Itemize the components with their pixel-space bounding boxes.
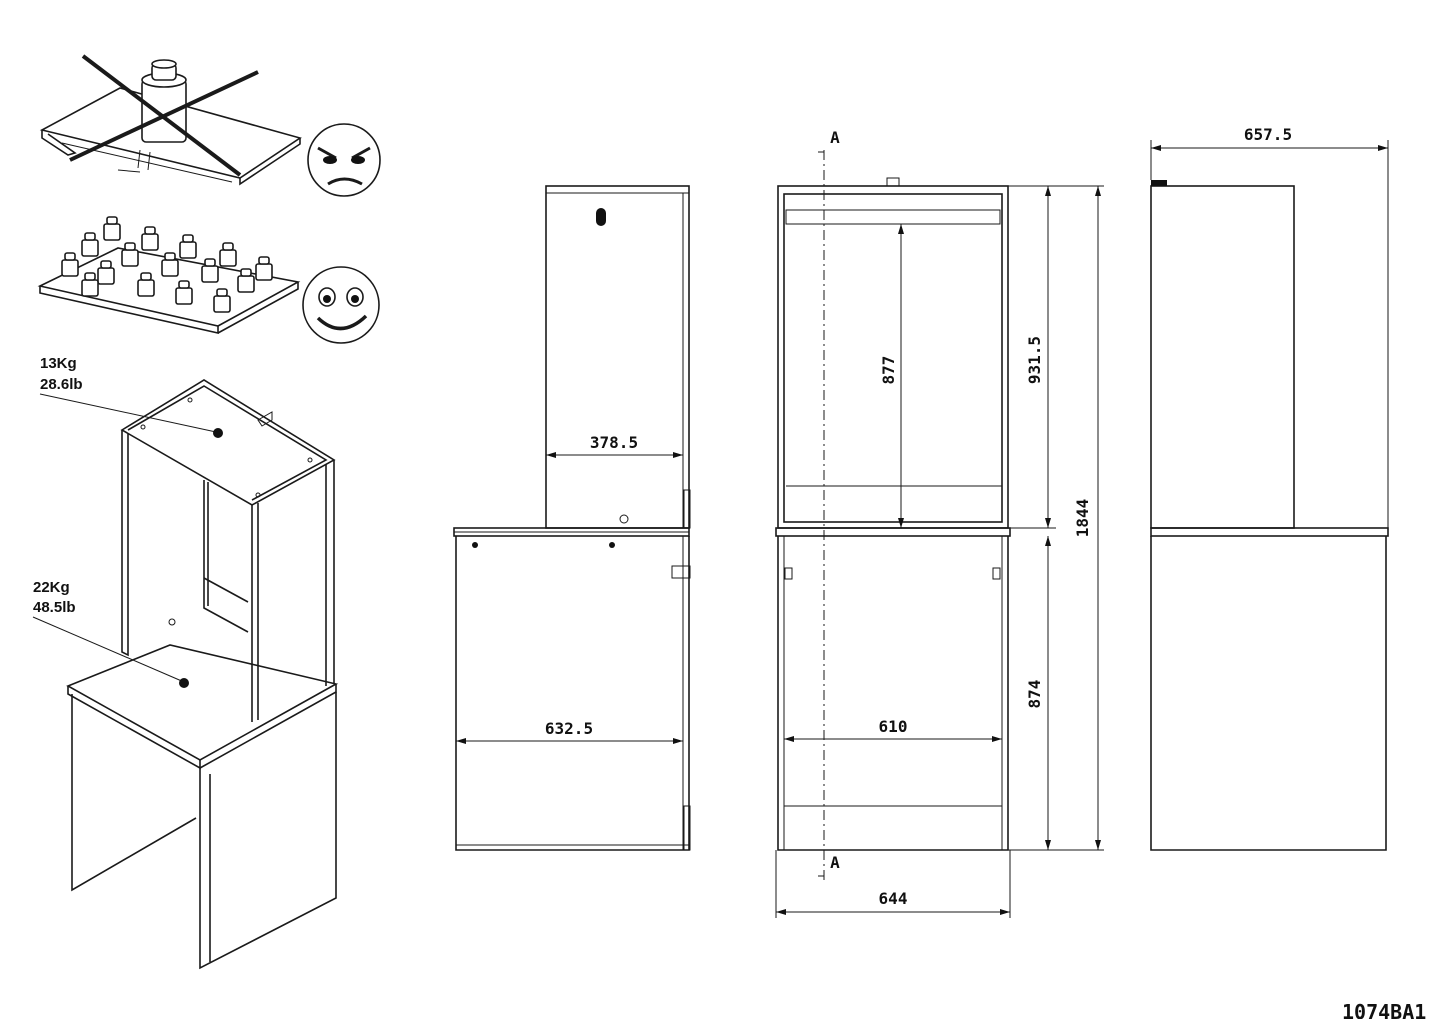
leader-top xyxy=(39,393,217,433)
rear-view: 657.5 xyxy=(1150,125,1389,851)
small-weight-icon xyxy=(255,256,273,281)
section-marker-bottom: A xyxy=(830,853,840,872)
weight-bottom-kg: 22Kg xyxy=(33,579,70,596)
angry-face-icon xyxy=(307,123,381,197)
small-weight-icon xyxy=(103,216,121,241)
section-marker-top: A xyxy=(830,128,840,147)
weight-top-lb: 28.6lb xyxy=(40,376,83,393)
dim-front-upper-inner: 877 xyxy=(879,356,898,385)
weight-top-kg: 13Kg xyxy=(40,355,77,372)
dim-side-bottom: 632.5 xyxy=(545,719,593,738)
small-weight-icon xyxy=(179,234,197,259)
dim-front-lower-inner: 610 xyxy=(879,717,908,736)
weight-bottom-lb: 48.5lb xyxy=(33,599,76,616)
small-weight-icon xyxy=(161,252,179,277)
dim-front-total-width: 644 xyxy=(879,889,908,908)
small-weight-icon xyxy=(97,260,115,285)
small-weight-icon xyxy=(61,252,79,277)
dim-upper-height: 931.5 xyxy=(1025,336,1044,384)
concentrated-load-crossed-icon xyxy=(39,54,302,186)
isometric-view xyxy=(66,379,339,970)
small-weight-icon xyxy=(237,268,255,293)
drawing-code: 1074BA1 xyxy=(1342,1000,1426,1019)
small-weight-icon xyxy=(213,288,231,313)
side-view: 378.5 632.5 xyxy=(453,185,691,851)
dim-side-top: 378.5 xyxy=(590,433,638,452)
small-weight-icon xyxy=(141,226,159,251)
small-weight-icon xyxy=(201,258,219,283)
small-weight-icon xyxy=(121,242,139,267)
dim-rear-depth: 657.5 xyxy=(1244,125,1292,144)
small-weight-icon xyxy=(219,242,237,267)
small-weight-icon xyxy=(81,272,99,297)
small-weight-icon xyxy=(175,280,193,305)
happy-face-icon xyxy=(302,266,380,344)
small-weight-icon xyxy=(137,272,155,297)
small-weight-icon xyxy=(81,232,99,257)
front-view: A A 877 610 644 931.5 874 1844 xyxy=(775,128,1104,918)
dim-lower-height: 874 xyxy=(1025,680,1044,709)
leader-bottom xyxy=(32,616,185,683)
distributed-load-icon xyxy=(37,216,301,334)
dim-total-height: 1844 xyxy=(1073,499,1092,538)
